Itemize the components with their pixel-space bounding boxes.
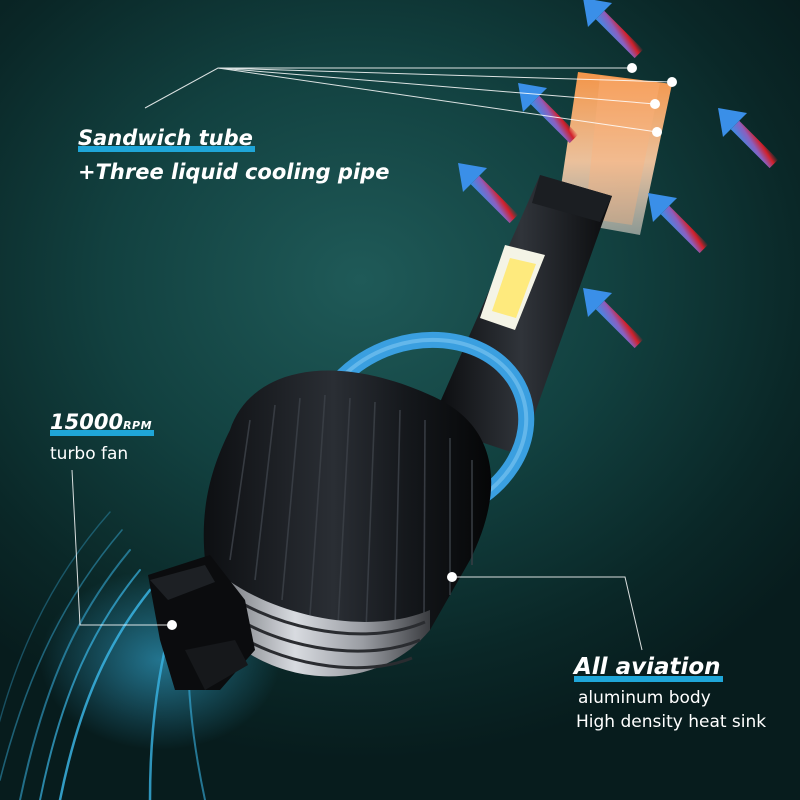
callout-line-1: aluminum body: [578, 688, 711, 708]
rpm-value: 15000RPM: [50, 410, 155, 436]
airflow-arrows: [458, 0, 779, 349]
callout-sandwich-tube: Sandwich tube +Three liquid cooling pipe: [78, 128, 389, 184]
airflow-arrow-icon: [648, 193, 709, 254]
callout-aluminum-body: All aviation aluminum body High density …: [574, 656, 766, 732]
airflow-arrow-icon: [583, 0, 644, 59]
callout-leaders: [71, 67, 673, 651]
bayonet-adapter: [148, 555, 255, 690]
led-stem: [430, 175, 612, 455]
rpm-number: 15000: [50, 410, 124, 434]
callout-title: Sandwich tube: [78, 126, 255, 152]
callout-line-2: High density heat sink: [576, 712, 767, 732]
callout-subtitle: +Three liquid cooling pipe: [78, 160, 390, 184]
airflow-arrow-icon: [518, 83, 579, 144]
rpm-unit: RPM: [123, 419, 153, 432]
airflow-arrow-icon: [458, 163, 519, 224]
callout-subtitle: turbo fan: [50, 444, 129, 464]
callout-dots: [167, 63, 677, 630]
callout-turbo-fan: 15000RPM turbo fan: [50, 410, 155, 464]
heat-sink-body: [203, 370, 492, 677]
airflow-arrow-icon: [718, 108, 779, 169]
callout-title: All aviation: [574, 654, 723, 682]
airflow-arrow-icon: [583, 288, 644, 349]
